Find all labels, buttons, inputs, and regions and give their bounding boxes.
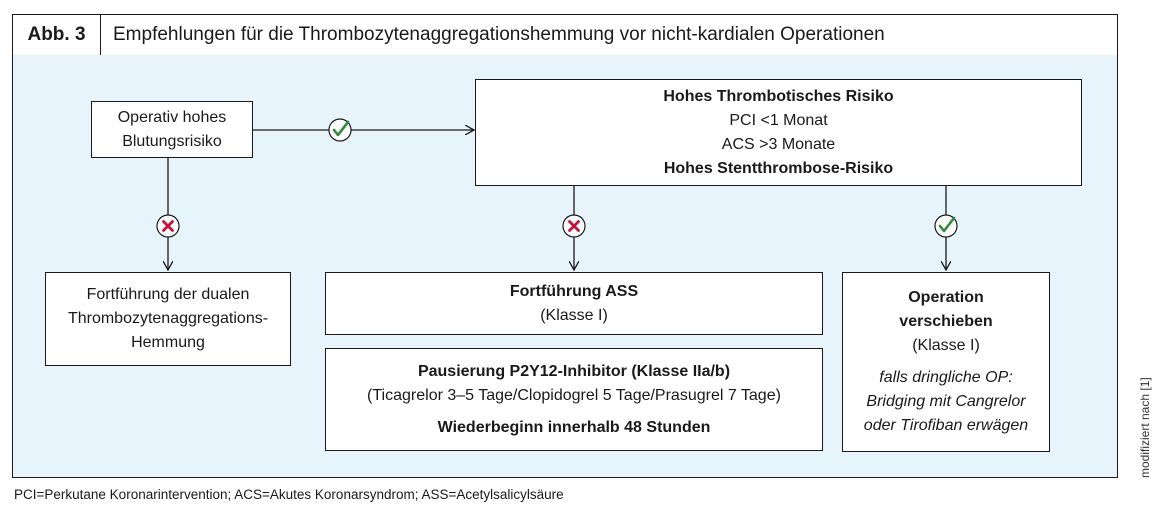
- postpone-class: (Klasse I): [912, 337, 980, 354]
- continue-ass-heading: Fortführung ASS: [509, 282, 639, 300]
- bleeding-risk-line-2: Blutungsrisiko: [122, 132, 222, 150]
- continue-ass-class: (Klasse I): [540, 306, 608, 324]
- figure-header: Abb. 3 Empfehlungen für die Thrombozyten…: [12, 14, 1118, 56]
- pause-p2y12-box: Pausierung P2Y12-Inhibitor (Klasse IIa/b…: [325, 348, 823, 451]
- postpone-note-1: falls dringliche OP:: [879, 369, 1013, 386]
- continue-dapt-line-3: Hemmung: [131, 334, 205, 351]
- figure-label: Abb. 3: [13, 15, 101, 55]
- source-note: modifiziert nach [1]: [1138, 377, 1152, 478]
- thrombotic-risk-pci: PCI <1 Monat: [729, 111, 828, 129]
- postpone-heading-2: verschieben: [899, 313, 993, 330]
- continue-ass-box: Fortführung ASS (Klasse I): [325, 272, 823, 335]
- stent-thrombosis-heading: Hohes Stentthrombose-Risiko: [663, 159, 894, 177]
- thrombotic-risk-box: Hohes Thrombotisches Risiko PCI <1 Monat…: [475, 79, 1082, 186]
- continue-dapt-line-2: Thrombozytenaggregations-: [67, 310, 269, 327]
- postpone-heading-1: Operation: [908, 289, 984, 306]
- thrombotic-risk-heading: Hohes Thrombotisches Risiko: [663, 87, 894, 105]
- bleeding-risk-line-1: Operativ hohes: [117, 108, 227, 126]
- pause-p2y12-heading: Pausierung P2Y12-Inhibitor (Klasse IIa/b…: [417, 362, 731, 380]
- abbreviations-footnote: PCI=Perkutane Koronarintervention; ACS=A…: [14, 487, 564, 502]
- check-icon: [328, 118, 352, 142]
- postpone-note-3: oder Tirofiban erwägen: [863, 417, 1029, 434]
- bleeding-risk-box: Operativ hohes Blutungsrisiko: [91, 101, 253, 158]
- cross-icon: [156, 214, 180, 238]
- continue-dapt-box: Fortführung der dualen Thrombozytenaggre…: [45, 272, 291, 366]
- thrombotic-risk-acs: ACS >3 Monate: [721, 135, 836, 153]
- cross-icon: [562, 214, 586, 238]
- pause-p2y12-restart: Wiederbeginn innerhalb 48 Stunden: [437, 418, 711, 436]
- figure-title: Empfehlungen für die Thrombozytenaggrega…: [113, 24, 885, 45]
- postpone-note-2: Bridging mit Cangrelor: [866, 393, 1026, 410]
- pause-p2y12-detail: (Ticagrelor 3–5 Tage/Clopidogrel 5 Tage/…: [367, 386, 781, 404]
- check-icon: [934, 214, 958, 238]
- postpone-operation-box: Operation verschieben (Klasse I) falls d…: [842, 272, 1050, 452]
- continue-dapt-line-1: Fortführung der dualen: [86, 286, 250, 303]
